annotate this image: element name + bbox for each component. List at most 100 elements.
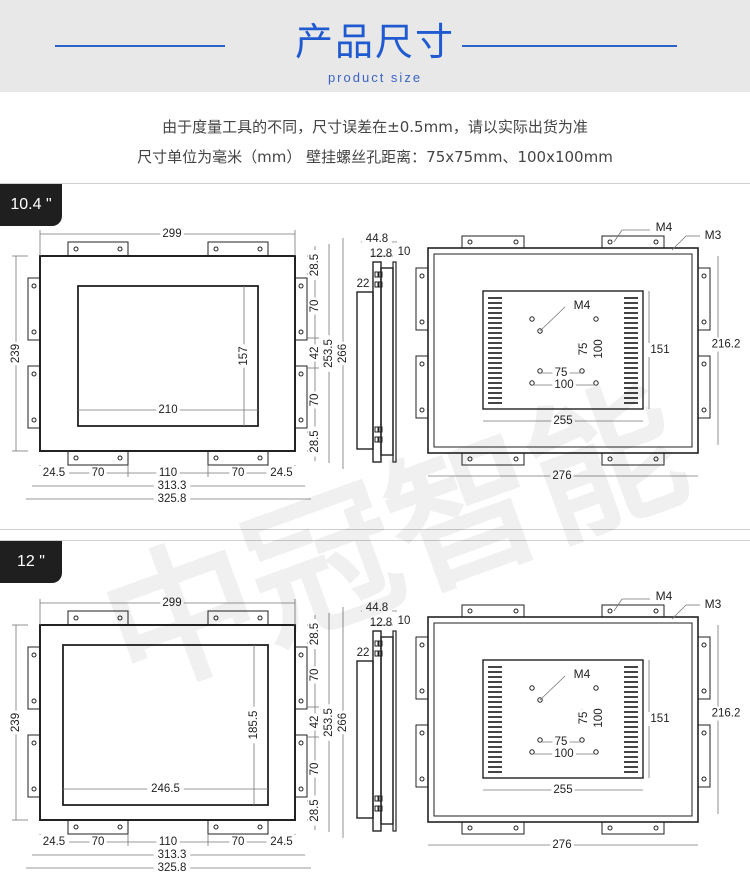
vent-slot-right [624,691,638,693]
vent-slot-right [624,327,638,329]
note-line-1: 由于度量工具的不同，尺寸误差在±0.5mm，请以实际出货为准 [162,118,588,136]
vent-slot-left [488,686,502,688]
dim-right-3-bg [308,760,322,778]
vent-slot-right [624,681,638,683]
dim-screen-height: 157 [238,346,250,365]
dim-hole-vertical-100: 100 [593,339,605,358]
vesa-hole-1 [593,316,599,322]
page-title: 产品尺寸 [294,20,455,64]
tab-hole [257,455,263,461]
side-slot-b-1 [378,281,383,288]
tab-hole [117,824,123,830]
vent-slot-right [624,766,638,768]
back-top-tab-1 [601,604,665,618]
dim-side-depth-bg [362,601,392,615]
vent-slot-right [624,701,638,703]
dim-bottom-total-a: 313.3 [158,849,187,861]
tab-hole [701,730,707,736]
dim-bottom-0: 24.5 [43,836,65,848]
vent-slot-left [488,716,502,718]
vent-slot-right [624,317,638,319]
back-right-tab-1 [697,724,711,788]
dim-right-0: 28.5 [309,254,321,276]
tab-hole [213,615,219,621]
front-left-tab-1 [27,734,41,798]
vent-slot-left [488,382,502,384]
tab-hole [31,740,37,746]
vent-slot-left [488,347,502,349]
vent-slot-right [624,751,638,753]
dim-back-outer-width-bg [550,469,574,483]
vent-slot-right [624,686,638,688]
dim-bottom-2: 110 [159,467,177,479]
tab-hole [701,319,707,325]
vent-slot-right [624,332,638,334]
vent-slot-right [624,706,638,708]
dim-back-inner-height-bg [648,712,672,726]
dim-back-outer-width-bg [550,838,574,852]
tab-hole [419,273,425,279]
tab-hole [73,824,79,830]
front-bottom-tab-1 [207,450,269,466]
dim-back-inner-height-bg [648,343,672,357]
tab-hole [213,455,219,461]
dim-hole-vertical-100: 100 [593,708,605,727]
dim-screen-width: 246.5 [151,783,180,795]
leader-m3 [671,604,687,620]
side-slot-0 [374,271,379,278]
dim-hole-horizontal-100-bg [552,378,576,392]
vent-slot-right [624,771,638,773]
dim-back-inner-width: 255 [553,415,572,427]
dim-back-outer-width: 276 [552,470,571,482]
vent-slot-right [624,357,638,359]
vent-slot-left [488,362,502,364]
dim-right-4-bg [308,795,322,826]
tab-hole [467,825,473,831]
dim-back-outer-height-bg [707,706,745,721]
size-badge: 12 " [0,541,62,583]
tab-hole [653,608,659,614]
leader-m4-inner [539,306,566,332]
back-left-tab-1 [415,724,429,788]
vent-slot-right [624,322,638,324]
vent-slot-right [624,352,638,354]
dim-hole-vertical-75: 75 [578,343,590,356]
dim-bottom-2: 110 [159,836,177,848]
label-m3: M3 [705,597,722,611]
dim-right-1-bg [308,666,322,684]
dim-hole-vertical-100-bg [592,706,606,730]
vent-slot-right [624,761,638,763]
dim-hole-horizontal-75: 75 [555,367,568,379]
vent-slot-left [488,721,502,723]
back-outer-frame [427,247,699,454]
dim-hole-horizontal-75-bg [552,735,570,749]
side-frame-inner [380,267,394,456]
dim-side-d2: 10 [398,615,411,627]
dim-right-4-bg [308,426,322,457]
side-slot-b-2 [378,795,383,802]
dim-bottom-1-bg [89,835,107,849]
vent-slot-left [488,691,502,693]
vent-slot-left [488,312,502,314]
dim-right-total-a-bg [322,704,336,741]
dim-bottom-4-bg [266,835,297,849]
vent-slot-left [488,676,502,678]
vent-slot-left [488,332,502,334]
tab-hole [653,239,659,245]
dim-bottom-1: 70 [92,467,105,479]
vesa-hole-6 [537,737,543,743]
vent-slot-right [624,726,638,728]
dim-bottom-1: 70 [92,836,105,848]
front-top-tab-1 [207,610,269,626]
tab-hole [31,371,37,377]
side-slot-b-3 [378,436,383,443]
front-bezel [39,624,296,821]
vesa-hole-0 [529,685,535,691]
dim-right-4: 28.5 [309,799,321,821]
label-m4-top: M4 [656,220,673,234]
size-badge: 10.4 " [0,184,62,226]
dim-side-d3: 22 [357,278,370,290]
dim-bottom-3-bg [229,466,247,480]
tab-hole [213,246,219,252]
